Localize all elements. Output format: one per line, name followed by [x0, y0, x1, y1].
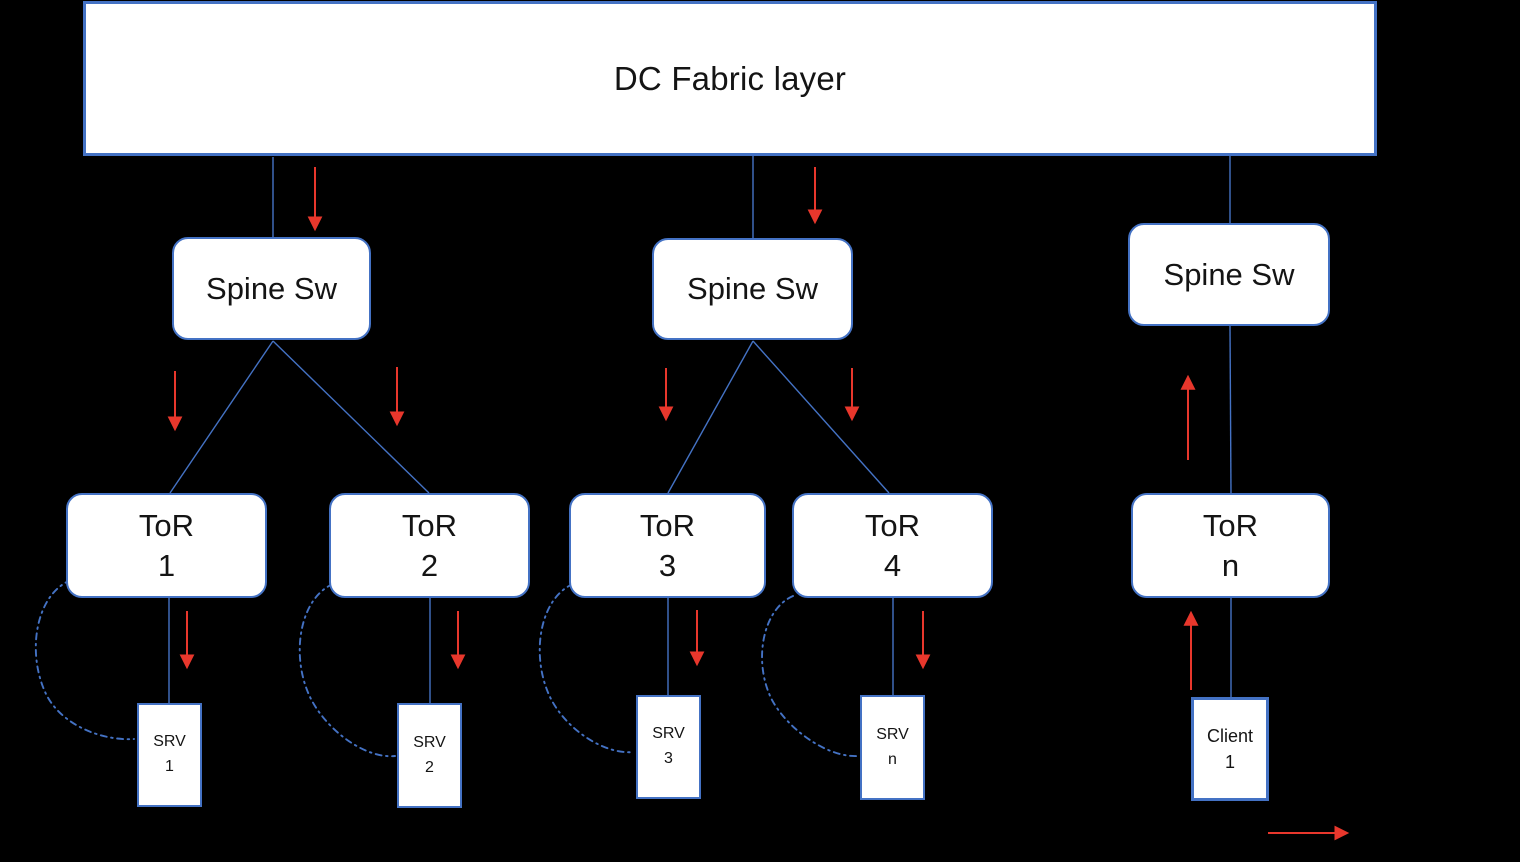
link-spine3-torn: [1229, 325, 1232, 495]
tor-switch-4-name: ToR: [864, 507, 921, 543]
server-2-name: SRV: [413, 733, 446, 751]
tor-switch-3: ToR 3: [569, 493, 766, 598]
spine-switch-1: Spine Sw: [172, 237, 371, 340]
server-1: SRV 1: [137, 703, 202, 807]
tor-switch-4-id: 4: [883, 547, 902, 583]
tor-switch-1: ToR 1: [66, 493, 267, 598]
client-1: Client 1: [1191, 697, 1269, 801]
tor-switch-1-name: ToR: [138, 507, 195, 543]
server-3-id: 3: [664, 750, 673, 767]
server-1-id: 1: [165, 758, 174, 775]
dc-fabric-box: DC Fabric layer: [83, 1, 1377, 156]
server-2: SRV 2: [397, 703, 462, 808]
spine-switch-3-label: Spine Sw: [1163, 256, 1295, 292]
tor-switch-3-id: 3: [658, 547, 677, 583]
tor-switch-2-name: ToR: [401, 507, 458, 543]
client-1-id: 1: [1224, 752, 1235, 772]
tor-switch-n-name: ToR: [1202, 507, 1259, 543]
link-spine1-tor2: [272, 340, 430, 494]
loop-tor4-srvn: [761, 595, 859, 757]
server-n-id: n: [888, 750, 897, 768]
spine-switch-2-label: Spine Sw: [687, 271, 818, 306]
loop-tor2-srv2: [298, 583, 396, 757]
spine-switch-1-label: Spine Sw: [206, 270, 337, 306]
tor-switch-2-id: 2: [420, 547, 439, 583]
server-1-name: SRV: [153, 733, 186, 751]
server-n-name: SRV: [876, 725, 909, 743]
loop-tor1-srv1: [34, 579, 135, 741]
server-n: SRV n: [860, 695, 925, 800]
tor-switch-4: ToR 4: [792, 493, 993, 598]
spine-switch-3: Spine Sw: [1128, 223, 1330, 326]
server-2-id: 2: [425, 758, 434, 776]
link-spine2-tor4: [752, 340, 890, 494]
server-3: SRV 3: [636, 695, 701, 799]
link-spine1-tor1: [169, 340, 274, 494]
tor-switch-n-id: n: [1221, 547, 1240, 583]
spine-switch-2: Spine Sw: [652, 238, 853, 340]
tor-switch-n: ToR n: [1131, 493, 1330, 598]
server-3-name: SRV: [652, 725, 685, 743]
loop-tor3-srv3: [538, 583, 635, 754]
tor-switch-3-name: ToR: [639, 507, 696, 543]
link-spine2-tor3: [667, 340, 754, 494]
tor-switch-2: ToR 2: [329, 493, 530, 598]
dc-fabric-label: DC Fabric layer: [613, 59, 847, 97]
client-1-name: Client: [1206, 725, 1254, 746]
tor-switch-1-id: 1: [157, 547, 176, 583]
